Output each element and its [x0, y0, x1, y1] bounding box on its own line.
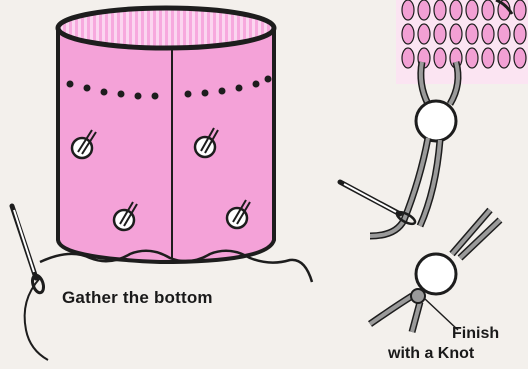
knot-icon [370, 210, 500, 332]
caption-finish: Finish [452, 325, 499, 343]
caption-gather-the-bottom: Gather the bottom [62, 288, 213, 308]
knit-stitches [396, 0, 528, 84]
pink-tube [40, 8, 312, 282]
needle-icon [12, 206, 48, 360]
caption-with-a-knot: with a Knot [388, 345, 474, 363]
button-icon [416, 101, 456, 141]
